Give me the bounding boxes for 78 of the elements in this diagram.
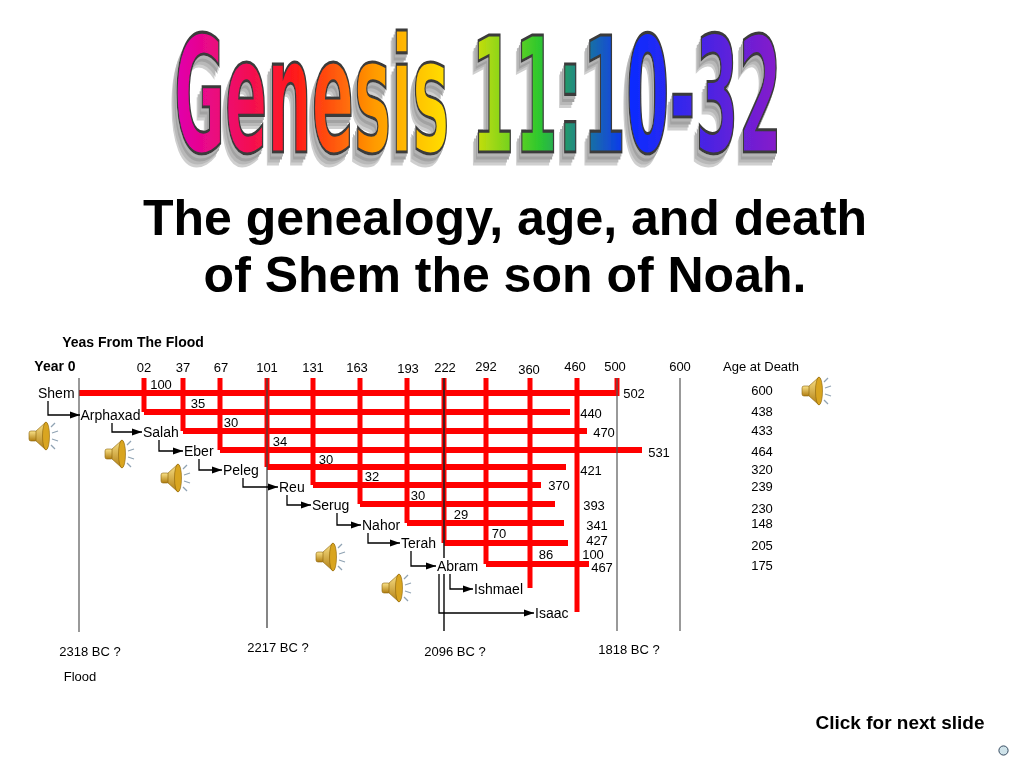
axis-title: Yeas From The Flood (62, 334, 204, 350)
death-year-label: 502 (623, 385, 645, 401)
year-tick-label: 163 (346, 359, 368, 375)
descent-arrow (367, 532, 401, 547)
year-tick-label: 02 (136, 359, 152, 375)
instruction-text: Click for next slide (815, 712, 985, 734)
age-label: 29 (453, 508, 469, 519)
axis-label: Year 0 (34, 358, 76, 374)
death-year-label: 421 (580, 462, 602, 478)
age-label: 30 (410, 489, 426, 500)
age-label: 30 (318, 453, 334, 464)
descent-arrow (47, 400, 81, 419)
person-name: Serug (312, 497, 350, 513)
date-label: 1818 BC ? (598, 641, 660, 657)
descent-arrow (410, 550, 437, 570)
age-at-death-value: 205 (751, 537, 773, 553)
age-label: 86 (538, 548, 554, 559)
age-label: 30 (223, 416, 239, 428)
age-at-death-value: 239 (751, 478, 773, 494)
person-name: Eber (184, 443, 214, 459)
person-name: Isaac (535, 605, 569, 621)
age-label: 100 (582, 548, 604, 559)
descent-arrow (449, 573, 474, 593)
title: Genesis 11:10-32 (174, 3, 782, 191)
year-tick-label: 222 (434, 359, 456, 375)
person-name: Abram (437, 558, 479, 574)
descent-arrow (242, 477, 279, 491)
year-tick-label: 600 (669, 358, 691, 374)
descent-arrow (158, 439, 184, 455)
year-tick-label: 460 (564, 358, 586, 374)
age-label: 100 (150, 378, 172, 390)
age-at-death-value: 438 (751, 403, 773, 419)
age-label: 70 (491, 527, 507, 539)
person-name: Peleg (223, 462, 259, 478)
person-name: Salah (143, 424, 179, 440)
descent-arrow (198, 458, 223, 474)
age-at-death-value: 230 (751, 500, 773, 516)
death-year-label: 531 (648, 444, 670, 460)
year-tick-label: 292 (475, 358, 497, 374)
age-label: 32 (364, 470, 380, 482)
death-year-label: 427 (586, 532, 608, 548)
subtitle: The genealogy, age, and death of Shem the son of Noah. (141, 190, 869, 304)
age-at-death-value: 148 (751, 515, 773, 531)
death-year-label: 341 (586, 517, 608, 533)
person-name: Arphaxad (80, 407, 141, 423)
age-at-death-value: 464 (751, 443, 773, 459)
year-tick-label: 500 (604, 358, 626, 374)
person-name: Reu (279, 479, 305, 495)
date-label: 2318 BC ? (59, 643, 121, 659)
death-year-label: 370 (548, 477, 570, 493)
year-tick-label: 37 (175, 359, 191, 375)
age-at-death-value: 600 (751, 382, 773, 398)
death-year-label: 467 (591, 559, 613, 575)
age-at-death-value: 433 (751, 422, 773, 438)
person-name: Terah (401, 535, 437, 551)
death-year-label: 440 (580, 405, 602, 421)
year-tick-label: 193 (397, 360, 419, 376)
year-tick-label: 101 (256, 359, 278, 375)
year-tick-label: 67 (213, 359, 229, 375)
descent-arrow (286, 494, 312, 509)
date-label: 2217 BC ? (247, 639, 309, 655)
year-tick-label: 131 (302, 359, 324, 375)
descent-arrow (111, 422, 143, 436)
date-label: 2096 BC ? (424, 643, 486, 659)
event-label: Flood (63, 668, 97, 684)
age-label: 34 (272, 435, 288, 447)
age-at-death-value: 320 (751, 461, 773, 477)
descent-arrow (336, 512, 362, 529)
age-at-death-value: 175 (751, 557, 773, 573)
descent-arrow (438, 573, 535, 617)
person-name: Nahor (362, 517, 401, 533)
column-header: Age at Death (723, 358, 799, 374)
person-name: Ishmael (474, 581, 524, 597)
age-label: 35 (190, 397, 206, 409)
year-tick-label: 360 (518, 361, 540, 377)
death-year-label: 393 (583, 497, 605, 513)
person-name: Shem (38, 385, 75, 401)
death-year-label: 470 (593, 424, 615, 440)
